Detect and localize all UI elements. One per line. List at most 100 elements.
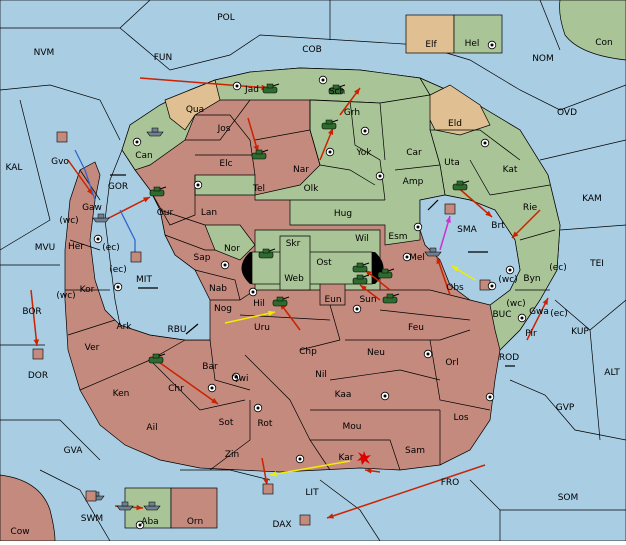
move-arrow-head	[360, 285, 367, 292]
army-unit-icon[interactable]	[321, 119, 339, 130]
province-label-ail: Ail	[146, 423, 157, 433]
province-label-web: Web	[284, 274, 304, 284]
move-arrow-head	[143, 197, 150, 203]
units-layer	[32, 83, 491, 526]
province-label-nar: Nar	[293, 165, 309, 175]
province-label-car: Car	[406, 148, 422, 158]
supply-center-dot	[378, 174, 382, 178]
province-label-gwa: Gwa	[529, 307, 549, 317]
province-label-brt: Brt	[491, 221, 505, 231]
province-label-obs: Obs	[446, 283, 464, 293]
province-label-ost: Ost	[316, 258, 332, 268]
province-label-pir: Pir	[525, 329, 537, 339]
supply-center-dot	[490, 284, 494, 288]
province-label-byn: Byn	[523, 274, 540, 284]
cow-island	[0, 474, 56, 542]
army-unit-icon[interactable]	[382, 293, 400, 304]
move-arrow-head	[268, 310, 275, 317]
province-label-hil: Hil	[253, 299, 265, 309]
move-arrow	[155, 359, 219, 405]
province-label-eld: Eld	[448, 119, 462, 129]
province-orn	[170, 487, 218, 529]
sea-label-fro: FRO	[441, 478, 460, 488]
move-arrow-head	[270, 471, 277, 477]
move-arrow-head	[353, 88, 360, 95]
army-unit-icon[interactable]	[352, 262, 370, 273]
sea-label-ec3: (ec)	[549, 263, 567, 273]
fleet-unit-icon[interactable]	[143, 501, 161, 511]
retreat-box	[32, 348, 44, 360]
province-skr-web	[279, 235, 311, 291]
sea-label-wc2: (wc)	[56, 291, 75, 301]
province-label-sch: Sch	[329, 87, 345, 97]
province-label-ark: Ark	[116, 322, 132, 332]
supply-center-dot	[210, 386, 214, 390]
army-unit-icon[interactable]	[258, 248, 276, 259]
move-arrow	[139, 77, 269, 89]
sea-label-buc: BUC	[492, 310, 511, 320]
army-unit-icon[interactable]	[262, 83, 280, 94]
sea-label-gor: GOR	[108, 182, 128, 192]
retreat-box	[262, 483, 274, 495]
move-arrow	[454, 184, 493, 218]
province-label-lan: Lan	[201, 208, 217, 218]
province-label-nab: Nab	[209, 284, 227, 294]
supply-center-dot	[96, 237, 100, 241]
fleet-unit-icon[interactable]	[116, 501, 134, 511]
province-label-gvo: Gvo	[51, 157, 69, 167]
army-unit-icon[interactable]	[251, 149, 269, 160]
province-label-sot: Sot	[219, 418, 234, 428]
supply-center-dot	[508, 268, 512, 272]
supply-center-dot	[405, 255, 409, 259]
province-label-sap: Sap	[194, 253, 211, 263]
province-label-hel: Hel	[465, 39, 480, 49]
province-tel	[194, 174, 256, 196]
province-label-gur: Gur	[157, 208, 174, 218]
province-label-sam: Sam	[405, 446, 425, 456]
province-label-orn: Orn	[187, 517, 203, 527]
fleet-unit-icon[interactable]	[146, 127, 164, 137]
army-unit-icon[interactable]	[377, 268, 395, 279]
province-label-amp: Amp	[403, 177, 424, 187]
sea-label-tei: TEI	[589, 259, 604, 269]
supply-center-dot	[355, 307, 359, 311]
sea-label-wc4: (wc)	[506, 299, 525, 309]
province-borders	[65, 99, 556, 471]
support-line	[119, 209, 136, 252]
move-arrow	[67, 159, 94, 196]
army-unit-icon[interactable]	[272, 296, 290, 307]
province-label-kaa: Kaa	[335, 390, 352, 400]
move-arrow-head	[445, 216, 451, 223]
province-label-ken: Ken	[113, 389, 130, 399]
army-unit-icon[interactable]	[328, 84, 346, 95]
army-unit-icon[interactable]	[149, 186, 167, 197]
supply-center-dot	[256, 406, 260, 410]
move-arrow	[269, 460, 351, 476]
retreat-box	[299, 514, 311, 526]
canal-connector	[427, 199, 439, 211]
army-unit-icon[interactable]	[352, 274, 370, 285]
fleet-unit-icon[interactable]	[424, 247, 442, 257]
move-arrow-head	[485, 210, 492, 217]
sea-label-ec2: (ec)	[109, 265, 127, 275]
move-arrow-head	[136, 504, 143, 511]
sea-label-kal: KAL	[6, 163, 23, 173]
canal-connector	[185, 323, 199, 335]
sea-label-pol: POL	[217, 13, 235, 23]
sea-label-bor: BOR	[22, 307, 41, 317]
army-unit-icon[interactable]	[148, 353, 166, 364]
fleet-unit-icon[interactable]	[92, 213, 110, 223]
move-arrow	[436, 256, 451, 296]
sea-label-kup: KUP	[571, 327, 589, 337]
supply-center-dot	[223, 263, 227, 267]
province-label-orl: Orl	[445, 358, 458, 368]
province-label-hug: Hug	[334, 209, 352, 219]
army-unit-icon[interactable]	[452, 180, 470, 191]
move-arrow-head	[263, 478, 269, 485]
move-arrow-head	[33, 339, 40, 346]
province-label-feu: Feu	[408, 323, 424, 333]
supply-center-dot	[488, 395, 492, 399]
province-elf	[405, 14, 455, 54]
retreat-box	[444, 203, 456, 215]
province-label-esm: Esm	[388, 232, 407, 242]
